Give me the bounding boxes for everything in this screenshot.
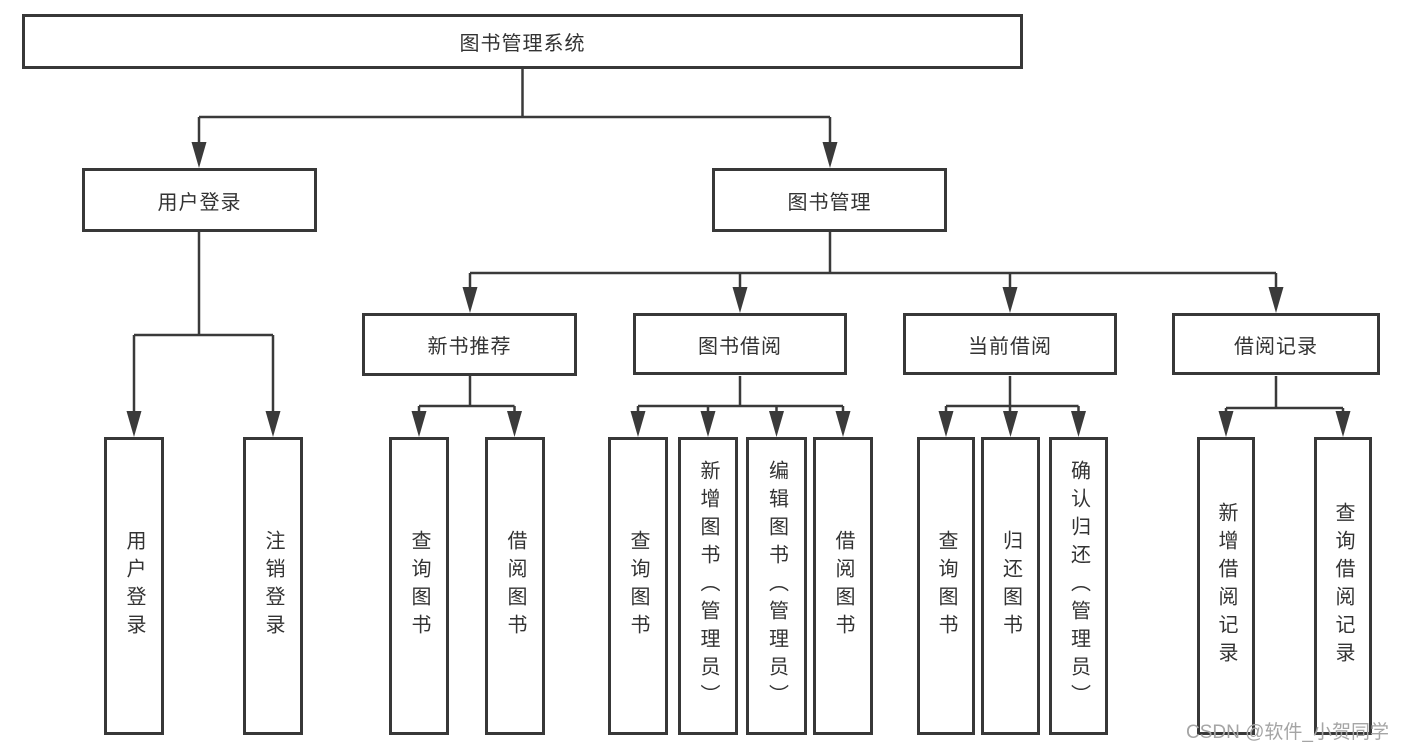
node-root: 图书管理系统 [22,14,1023,69]
node-book-management-label: 图书管理 [787,191,872,214]
arrowheads [126,142,1351,437]
node-user-login: 用户登录 [82,168,317,232]
leaf-rec-query-book-label: 查询图书 [408,530,430,642]
leaf-bb-borrow-book-label: 借阅图书 [832,530,854,642]
node-current-borrowing-label: 当前借阅 [968,335,1052,358]
leaf-bb-edit-book: 编辑图书（管理员） [746,437,807,735]
node-book-borrowing: 图书借阅 [633,313,847,375]
node-book-management: 图书管理 [712,168,947,232]
leaf-rec-borrow-book: 借阅图书 [485,437,545,735]
node-new-book-recommend: 新书推荐 [362,313,577,376]
leaf-bb-query-book: 查询图书 [608,437,668,735]
leaf-cb-query-book: 查询图书 [917,437,975,735]
leaf-user-login: 用户登录 [104,437,164,735]
leaf-bb-borrow-book: 借阅图书 [813,437,873,735]
node-current-borrowing: 当前借阅 [903,313,1117,375]
csdn-watermark: CSDN @软件_小贺同学 [1186,722,1389,743]
leaf-cb-confirm-return-label: 确认归还（管理员） [1067,460,1090,712]
leaf-cb-confirm-return: 确认归还（管理员） [1049,437,1108,735]
node-book-borrowing-label: 图书借阅 [698,335,782,358]
leaf-br-add-record: 新增借阅记录 [1197,437,1255,735]
leaf-rec-borrow-book-label: 借阅图书 [504,530,526,642]
leaf-logout: 注销登录 [243,437,303,735]
leaf-cb-query-book-label: 查询图书 [935,530,957,642]
node-user-login-label: 用户登录 [157,191,242,214]
leaf-rec-query-book: 查询图书 [389,437,449,735]
leaf-br-query-record-label: 查询借阅记录 [1332,502,1354,670]
leaf-bb-add-book-label: 新增图书（管理员） [697,460,719,712]
node-root-label: 图书管理系统 [459,33,586,55]
leaf-br-add-record-label: 新增借阅记录 [1215,502,1237,670]
node-borrow-records-label: 借阅记录 [1234,335,1318,358]
node-new-book-recommend-label: 新书推荐 [427,336,512,358]
leaf-br-query-record: 查询借阅记录 [1314,437,1372,735]
leaf-user-login-label: 用户登录 [123,530,145,642]
leaf-bb-edit-book-label: 编辑图书（管理员） [765,460,788,712]
leaf-cb-return-book: 归还图书 [981,437,1040,735]
leaf-cb-return-book-label: 归还图书 [999,530,1022,642]
leaf-bb-query-book-label: 查询图书 [627,530,649,642]
leaf-logout-label: 注销登录 [262,530,284,642]
node-borrow-records: 借阅记录 [1172,313,1380,375]
leaf-bb-add-book: 新增图书（管理员） [678,437,738,735]
